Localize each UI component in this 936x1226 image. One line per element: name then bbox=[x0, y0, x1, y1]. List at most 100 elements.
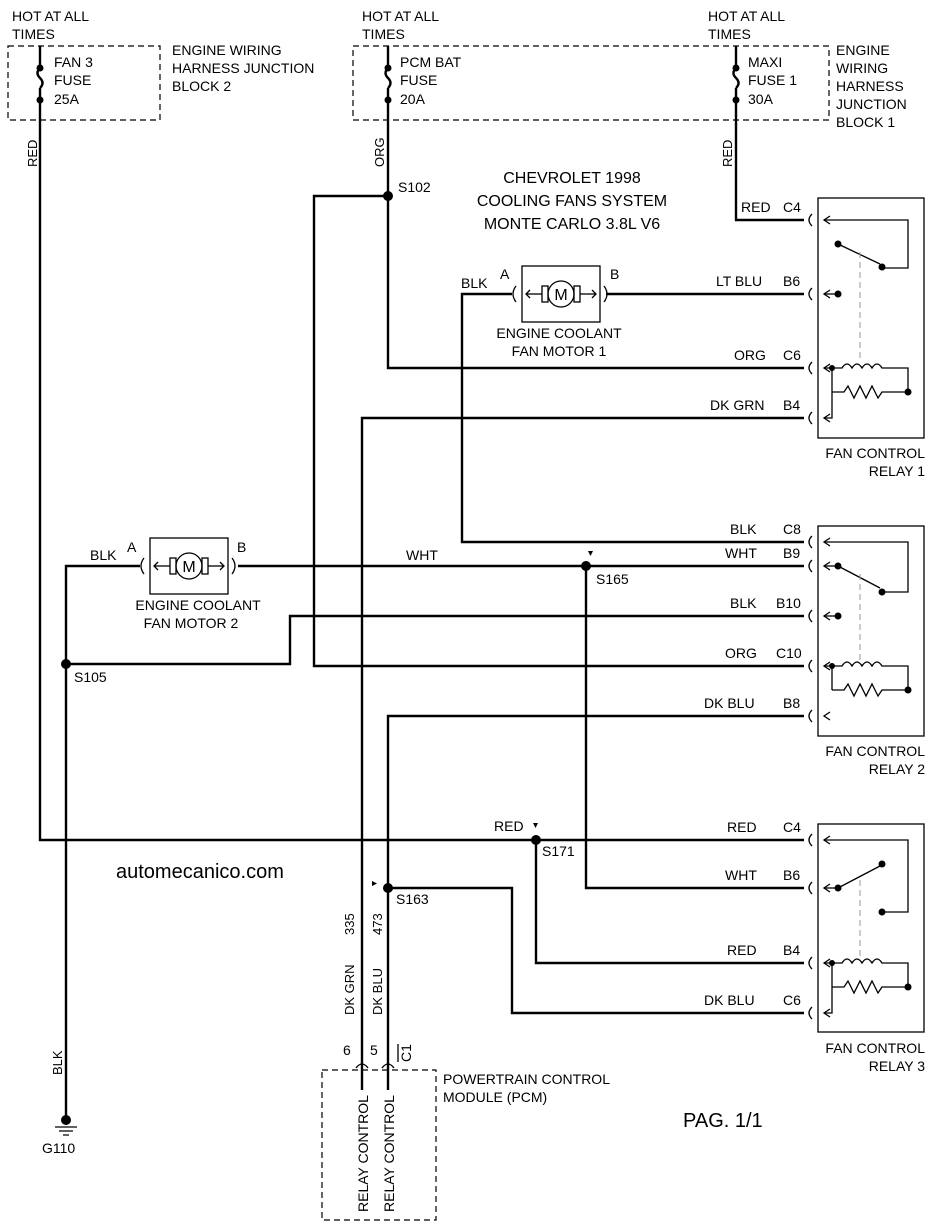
wire-red-relay1-c4 bbox=[734, 102, 804, 222]
motor1-connector-a-icon bbox=[512, 285, 517, 303]
relay3-pin-b4-connector-icon bbox=[808, 956, 813, 970]
junction-block-2-outline bbox=[7, 45, 161, 121]
fan-control-relay-1: FAN CONTROL RELAY 1 RED C4 LT BLU B6 ORG… bbox=[710, 197, 925, 479]
page-label: PAG. 1/1 bbox=[683, 1110, 763, 1132]
motor1-terminal-b: B bbox=[610, 266, 619, 282]
relay3-outline bbox=[817, 823, 925, 1033]
engine-coolant-fan-motor-2: M A B ENGINE COOLANT FAN MOTOR 2 bbox=[127, 537, 261, 631]
pcm-connector-c1-icon bbox=[355, 1063, 395, 1069]
wire-label-wht-motor2: WHT bbox=[406, 547, 438, 563]
junction-block-1-label-3: HARNESS bbox=[836, 78, 904, 94]
engine-coolant-fan-motor-1: M A B ENGINE COOLANT FAN MOTOR 1 bbox=[496, 265, 622, 359]
wire-label-org-top: ORG bbox=[372, 137, 387, 167]
hot-label-center-2: TIMES bbox=[362, 26, 405, 42]
pcm-bat-fuse-label-2: FUSE bbox=[400, 72, 437, 88]
fan3-fuse-label-2: FUSE bbox=[54, 72, 91, 88]
pcm-outline bbox=[321, 1069, 437, 1221]
relay3-pin-c4-color: RED bbox=[727, 819, 757, 835]
hot-label-center-1: HOT AT ALL bbox=[362, 8, 439, 24]
diagram-title: CHEVROLET 1998 COOLING FANS SYSTEM MONTE… bbox=[477, 170, 667, 233]
relay2-pin-b10-id: B10 bbox=[776, 595, 801, 611]
relay2-pin-c10-color: ORG bbox=[725, 645, 757, 661]
relay2-pin-b10-connector-icon bbox=[808, 609, 813, 623]
motor1-terminal-a: A bbox=[500, 266, 510, 282]
relay3-pin-c6-color: DK BLU bbox=[704, 992, 755, 1008]
wire-label-blk-motor2: BLK bbox=[90, 547, 117, 563]
motor2-icon bbox=[175, 552, 203, 580]
wire-label-dkblu-vert: DK BLU bbox=[370, 968, 385, 1015]
relay1-pin-b6-id: B6 bbox=[783, 273, 800, 289]
relay3-pin-c6-connector-icon bbox=[808, 1006, 813, 1020]
relay1-pin-c4-connector-icon bbox=[808, 213, 813, 227]
wires bbox=[38, 102, 804, 1120]
fan3-fuse-icon bbox=[36, 67, 44, 89]
fuse-block-left: HOT AT ALL TIMES FAN 3 FUSE 25A ENGINE W… bbox=[7, 8, 314, 121]
motor1-connector-b-icon bbox=[603, 285, 608, 303]
motor1-icon bbox=[547, 280, 575, 308]
wire-label-blk-motor1: BLK bbox=[461, 275, 488, 291]
relay1-pin-c4-color: RED bbox=[741, 199, 771, 215]
junction-block-1-label-4: JUNCTION bbox=[836, 96, 907, 112]
relay3-pin-b4-color: RED bbox=[727, 942, 757, 958]
relay3-pin-c6-id: C6 bbox=[783, 992, 801, 1008]
splice-s165-label: S165 bbox=[596, 571, 629, 587]
pcm-bat-fuse-label-3: 20A bbox=[400, 91, 426, 107]
hot-label-left-2: TIMES bbox=[12, 26, 55, 42]
relay1-name-1: FAN CONTROL bbox=[825, 445, 925, 461]
title-line-2: COOLING FANS SYSTEM bbox=[477, 193, 667, 210]
junction-block-1-label-2: WIRING bbox=[836, 60, 888, 76]
pcm-bat-fuse-label-1: PCM BAT bbox=[400, 54, 462, 70]
hot-label-left-1: HOT AT ALL bbox=[12, 8, 89, 24]
splice-s171-marker-icon bbox=[533, 823, 538, 828]
pcm-relay-control-1: RELAY CONTROL bbox=[355, 1095, 371, 1212]
relay1-resistor-icon bbox=[832, 384, 908, 400]
relay2-resistor-icon bbox=[832, 682, 908, 698]
splice-s163-label: S163 bbox=[396, 891, 429, 907]
circuit-number-473: 473 bbox=[370, 913, 385, 935]
junction-block-2-label-3: BLOCK 2 bbox=[172, 78, 231, 94]
motor1-name-2: FAN MOTOR 1 bbox=[512, 343, 607, 359]
wire-label-red-s171: RED bbox=[494, 818, 524, 834]
title-line-1: CHEVROLET 1998 bbox=[503, 170, 641, 187]
hot-label-right-2: TIMES bbox=[708, 26, 751, 42]
junction-block-1-label-5: BLOCK 1 bbox=[836, 114, 895, 130]
motor1-name-1: ENGINE COOLANT bbox=[496, 325, 622, 341]
relay2-pin-b8-id: B8 bbox=[783, 695, 800, 711]
relay2-pin-b9-color: WHT bbox=[725, 545, 757, 561]
motor2-terminal-a: A bbox=[127, 539, 137, 555]
wire-blk-relay2-b10 bbox=[66, 614, 804, 666]
junction-block-2-label-2: HARNESS JUNCTION bbox=[172, 60, 314, 76]
wire-label-red-left: RED bbox=[25, 140, 40, 167]
relay1-pin-c4-id: C4 bbox=[783, 199, 801, 215]
relay3-pin-b4-id: B4 bbox=[783, 942, 800, 958]
pcm-connector-c1: C1 bbox=[398, 1044, 414, 1062]
pcm-relay-control-2: RELAY CONTROL bbox=[381, 1095, 397, 1212]
relay1-pin-c6-id: C6 bbox=[783, 347, 801, 363]
splices: S102 S105 S165 S171 S163 bbox=[61, 179, 629, 907]
relay1-pin-b6-connector-icon bbox=[808, 287, 813, 301]
pcm-pin-5: 5 bbox=[370, 1042, 378, 1058]
pcm-name-1: POWERTRAIN CONTROL bbox=[443, 1071, 610, 1087]
wire-labels: RED ORG RED BLK DK GRN DK BLU 335 473 BL… bbox=[25, 137, 735, 1075]
pcm-pin-6: 6 bbox=[343, 1042, 351, 1058]
relay3-pin-b6-color: WHT bbox=[725, 867, 757, 883]
wire-label-dkgrn-vert: DK GRN bbox=[342, 964, 357, 1015]
maxi-fuse-label-2: FUSE 1 bbox=[748, 72, 797, 88]
hot-label-right-1: HOT AT ALL bbox=[708, 8, 785, 24]
motor2-name-1: ENGINE COOLANT bbox=[135, 597, 261, 613]
wire-red-relay3-b4 bbox=[534, 840, 804, 965]
circuit-number-335: 335 bbox=[342, 913, 357, 935]
splice-s105 bbox=[61, 659, 71, 669]
motor2-connector-b-icon bbox=[231, 557, 236, 575]
relay2-pin-c8-id: C8 bbox=[783, 521, 801, 537]
title-line-3: MONTE CARLO 3.8L V6 bbox=[484, 216, 660, 233]
splice-s171 bbox=[531, 835, 541, 845]
splice-s105-label: S105 bbox=[74, 669, 107, 685]
junction-block-2-label-1: ENGINE WIRING bbox=[172, 42, 282, 58]
relay2-pin-b8-connector-icon bbox=[808, 709, 813, 723]
ground-label: G110 bbox=[42, 1140, 75, 1156]
relay3-coil-icon bbox=[832, 958, 909, 987]
fan3-fuse-label-3: 25A bbox=[54, 91, 80, 107]
relay3-name-2: RELAY 3 bbox=[869, 1058, 926, 1074]
relay3-pin-b6-id: B6 bbox=[783, 867, 800, 883]
